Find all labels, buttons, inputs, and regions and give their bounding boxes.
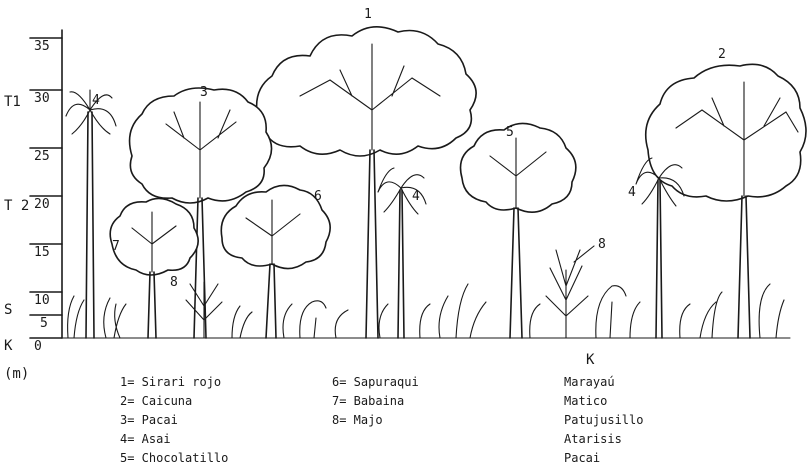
legend-item-4: 4= Asai [120, 432, 171, 446]
label-tree-8-left: 8 [170, 275, 178, 290]
label-tree-8-right: 8 [598, 237, 606, 252]
tick-label-10: 10 [34, 293, 50, 308]
undergrowth [68, 284, 784, 338]
legend-item-7: 7= Babaina [332, 394, 404, 408]
label-tree-3: 3 [200, 85, 208, 100]
label-tree-4-center: 4 [412, 189, 420, 204]
tree-sapuraqui [221, 185, 330, 338]
legend: 1= Sirari rojo 2= Caicuna 3= Pacai 4= As… [120, 352, 643, 465]
stratum-label-k: K [4, 338, 13, 354]
tick-label-35: 35 [34, 39, 50, 54]
tick-label-5: 5 [40, 316, 48, 331]
legend-item-1: 1= Sirari rojo [120, 375, 221, 389]
label-tree-1: 1 [364, 7, 372, 22]
legend-k-header: K [586, 352, 595, 368]
label-tree-7: 7 [112, 239, 120, 254]
stratum-label-t1: T1 [4, 94, 21, 110]
tick-label-15: 15 [34, 245, 50, 260]
legend-item-6: 6= Sapuraqui [332, 375, 419, 389]
tick-label-20: 20 [34, 197, 50, 212]
label-tree-4-right: 4 [628, 185, 636, 200]
legend-item-5: 5= Chocolatillo [120, 451, 228, 465]
stratum-label-t2: T 2 [4, 198, 29, 214]
tick-label-30: 30 [34, 91, 50, 106]
legend-k-item-3: Patujusillo [564, 413, 643, 427]
legend-k-item-1: Marayaú [564, 375, 615, 389]
label-tree-4-left: 4 [92, 93, 100, 108]
tree-sirari-rojo [255, 27, 476, 338]
legend-item-8: 8= Majo [332, 413, 383, 427]
label-tree-2: 2 [718, 47, 726, 62]
legend-k-item-5: Pacai [564, 451, 600, 465]
stratum-label-s: S [4, 302, 12, 318]
legend-k-item-4: Atarisis [564, 432, 622, 446]
tree-babaina [110, 198, 198, 338]
legend-item-3: 3= Pacai [120, 413, 178, 427]
legend-item-2: 2= Caicuna [120, 394, 192, 408]
label-tree-6: 6 [314, 189, 322, 204]
tree-chocolatillo [461, 123, 576, 338]
height-axis [30, 30, 62, 338]
tick-label-25: 25 [34, 149, 50, 164]
label-tree-5: 5 [506, 125, 514, 140]
tick-label-0: 0 [34, 339, 42, 354]
axis-unit-label: (m) [4, 366, 29, 382]
legend-k-item-2: Matico [564, 394, 607, 408]
tree-caicuna [646, 64, 806, 338]
